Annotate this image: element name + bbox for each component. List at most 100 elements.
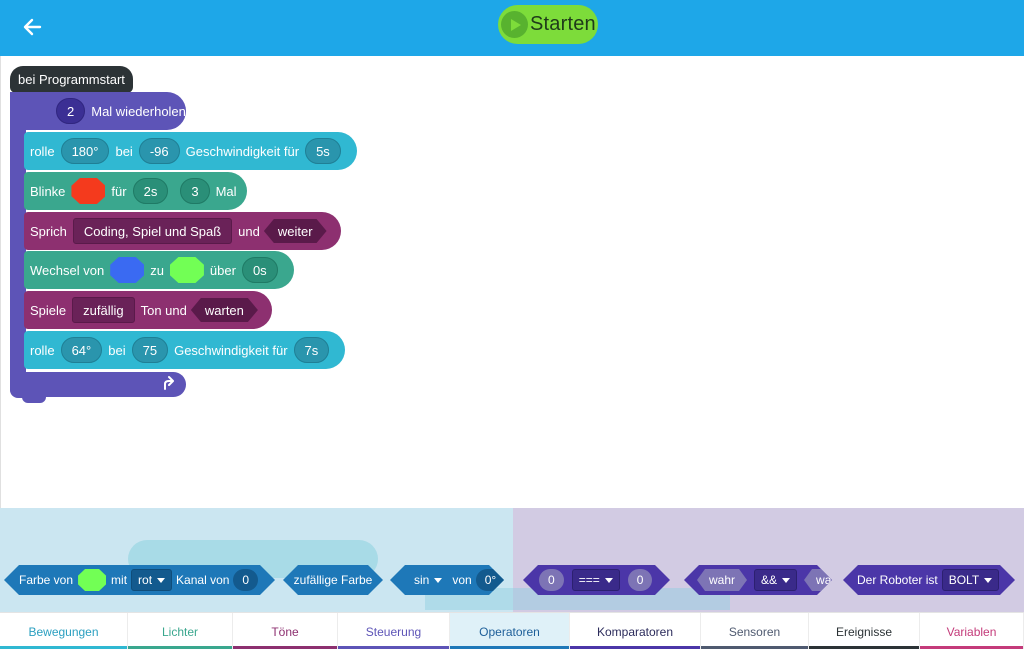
play-sound-block[interactable]: Spiele zufällig Ton und warten xyxy=(24,291,272,329)
channel-value-input[interactable]: 0 xyxy=(233,569,258,591)
roll-block-1[interactable]: rolle 180° bei -96 Geschwindigkeit für 5… xyxy=(24,132,357,170)
tab-color-bar xyxy=(570,646,700,649)
speak-text-input[interactable]: Coding, Spiel und Spaß xyxy=(72,218,233,244)
speed-label: Geschwindigkeit für xyxy=(174,342,288,358)
tab-steuerung[interactable]: Steuerung xyxy=(338,613,450,649)
play-icon xyxy=(501,11,528,38)
chevron-down-icon xyxy=(605,578,613,583)
top-bar: Starten xyxy=(0,0,1024,56)
tab-ereignisse[interactable]: Ereignisse xyxy=(809,613,920,649)
of-label: von xyxy=(452,573,472,587)
heading-input[interactable]: 180° xyxy=(60,138,110,164)
function-value: sin xyxy=(414,573,430,587)
channel-of-label: Kanal von xyxy=(176,573,230,587)
roll-block-2[interactable]: rolle 64° bei 75 Geschwindigkeit für 7s xyxy=(24,331,346,369)
repeat-count-input[interactable]: 2 xyxy=(56,98,86,124)
right-operand-input[interactable]: 0 xyxy=(628,569,653,591)
left-boolean-input[interactable]: wahr xyxy=(697,569,747,591)
comparison-block[interactable]: 0 === 0 xyxy=(523,565,670,595)
random-color-block[interactable]: zufällige Farbe xyxy=(283,565,383,595)
loop-arrow-icon xyxy=(161,375,177,391)
tab-variablen[interactable]: Variablen xyxy=(920,613,1024,649)
from-color-picker[interactable] xyxy=(110,257,145,283)
chevron-down-icon xyxy=(984,578,992,583)
random-color-label: zufällige Farbe xyxy=(293,573,373,587)
sound-mode-toggle[interactable]: warten xyxy=(191,298,258,322)
tab-operatoren[interactable]: Operatoren xyxy=(450,613,570,649)
math-function-block[interactable]: sin von 0° xyxy=(390,565,504,595)
operator-value: && xyxy=(761,573,778,587)
chevron-down-icon xyxy=(157,578,165,583)
logic-operator-dropdown[interactable]: && xyxy=(754,569,797,591)
tab-bewegungen[interactable]: Bewegungen xyxy=(0,613,128,649)
tab-color-bar xyxy=(809,646,919,649)
start-button-label: Starten xyxy=(530,13,596,35)
color-picker[interactable] xyxy=(78,569,106,591)
roll-label: rolle xyxy=(30,342,55,358)
duration-input[interactable]: 5s xyxy=(305,138,341,164)
start-button[interactable]: Starten xyxy=(498,5,598,44)
tab-color-bar xyxy=(128,646,232,649)
to-color-picker[interactable] xyxy=(169,257,204,283)
for-label: für xyxy=(111,183,127,199)
speak-mode-toggle[interactable]: weiter xyxy=(264,219,327,243)
to-label: zu xyxy=(150,262,164,278)
times-input[interactable]: 3 xyxy=(180,178,210,204)
color-picker[interactable] xyxy=(71,178,106,204)
fade-block[interactable]: Wechsel von zu über 0s xyxy=(24,251,294,289)
and-label: und xyxy=(238,223,260,239)
tab-komparatoren[interactable]: Komparatoren xyxy=(570,613,701,649)
duration-input[interactable]: 7s xyxy=(293,337,330,363)
duration-input[interactable]: 0s xyxy=(241,257,278,283)
with-label: mit xyxy=(111,573,128,587)
tab-lichter[interactable]: Lichter xyxy=(128,613,233,649)
speed-input[interactable]: -96 xyxy=(138,138,180,164)
sound-selector[interactable]: zufällig xyxy=(72,297,135,323)
times-label: Mal xyxy=(215,183,237,199)
angle-input[interactable]: 0° xyxy=(476,569,505,591)
repeat-label: Mal wiederholen xyxy=(91,103,186,119)
back-arrow-icon[interactable] xyxy=(18,12,48,42)
tab-label: Bewegungen xyxy=(28,624,99,639)
tab-color-bar xyxy=(0,646,127,649)
tab-label: Lichter xyxy=(161,624,199,639)
heading-input[interactable]: 64° xyxy=(60,337,103,363)
blink-block[interactable]: Blinke für 2s 3 Mal xyxy=(24,172,247,210)
color-channel-block[interactable]: Farbe von mit rot Kanal von 0 xyxy=(4,565,275,595)
speed-label: Geschwindigkeit für xyxy=(185,143,300,159)
at-label: bei xyxy=(108,342,126,358)
program-start-block[interactable]: bei Programmstart xyxy=(10,66,133,93)
repeat-block-footer xyxy=(10,372,186,397)
chevron-down-icon xyxy=(782,578,790,583)
tab-toene[interactable]: Töne xyxy=(233,613,338,649)
tab-color-bar xyxy=(701,646,808,649)
sound-mid-label: Ton und xyxy=(140,302,187,318)
comparison-operator-dropdown[interactable]: === xyxy=(572,569,620,591)
repeat-block-body xyxy=(10,92,26,398)
robot-is-label: Der Roboter ist xyxy=(857,573,938,587)
robot-dropdown[interactable]: BOLT xyxy=(942,569,999,591)
left-operand-input[interactable]: 0 xyxy=(539,569,564,591)
tab-label: Steuerung xyxy=(365,624,422,639)
tab-sensoren[interactable]: Sensoren xyxy=(701,613,809,649)
channel-dropdown[interactable]: rot xyxy=(131,569,172,591)
tab-color-bar xyxy=(233,646,337,649)
over-label: über xyxy=(209,262,236,278)
logic-block[interactable]: wahr && wahr xyxy=(684,565,832,595)
tab-label: Ereignisse xyxy=(835,624,893,639)
robot-is-block[interactable]: Der Roboter ist BOLT xyxy=(843,565,1015,595)
tab-label: Operatoren xyxy=(479,624,540,639)
duration-input[interactable]: 2s xyxy=(132,178,169,204)
program-start-label: bei Programmstart xyxy=(18,72,125,87)
channel-value: rot xyxy=(138,573,153,587)
repeat-block[interactable]: 2 Mal wiederholen xyxy=(10,92,186,130)
function-dropdown[interactable]: sin xyxy=(408,569,448,591)
at-label: bei xyxy=(115,143,133,159)
color-of-label: Farbe von xyxy=(19,573,74,587)
blink-label: Blinke xyxy=(30,183,66,199)
chevron-down-icon xyxy=(434,578,442,583)
roll-label: rolle xyxy=(30,143,55,159)
speak-block[interactable]: Sprich Coding, Spiel und Spaß und weiter xyxy=(24,212,341,250)
category-tabs: Bewegungen Lichter Töne Steuerung Operatoren… xyxy=(0,612,1024,649)
speed-input[interactable]: 75 xyxy=(131,337,169,363)
